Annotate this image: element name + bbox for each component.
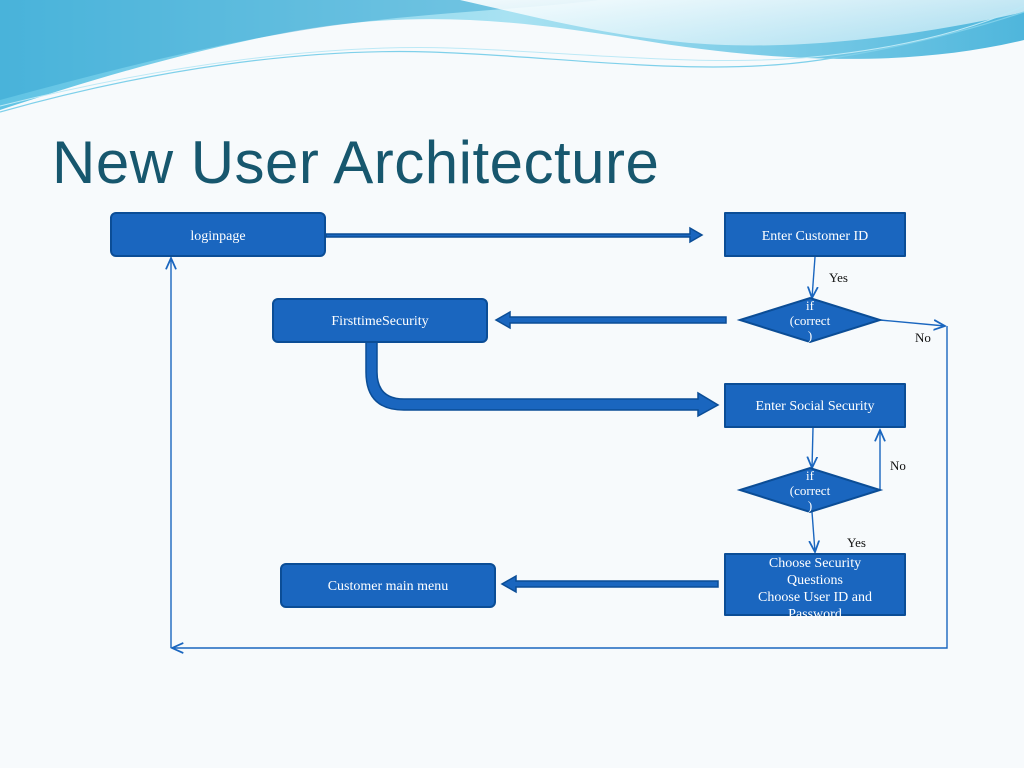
arrow-choose-to-main-menu bbox=[500, 574, 719, 594]
edge-label-yes-1: Yes bbox=[829, 270, 848, 285]
node-enter-social-security-label: Enter Social Security bbox=[755, 399, 875, 414]
arrow-decision-to-firsttime bbox=[494, 310, 727, 330]
node-choose-security-line-1: Choose Security bbox=[768, 556, 862, 571]
decision-2-line-3: ) bbox=[807, 498, 813, 513]
node-loginpage-label: loginpage bbox=[190, 229, 246, 244]
edge-label-no-1: No bbox=[915, 330, 931, 345]
arrow-login-to-customer-id bbox=[325, 226, 704, 244]
node-enter-customer-id: Enter Customer ID bbox=[724, 212, 906, 257]
arrow-firsttime-to-social bbox=[365, 341, 720, 418]
line-decision2-to-choose bbox=[812, 511, 815, 552]
decision-2-line-2: (correct bbox=[789, 483, 831, 498]
node-first-time-security: FirsttimeSecurity bbox=[272, 298, 488, 343]
flow-connectors bbox=[171, 226, 948, 648]
decision-1-label: if (correct ) bbox=[770, 298, 850, 343]
line-decision1-no-out bbox=[879, 320, 945, 326]
node-enter-customer-id-label: Enter Customer ID bbox=[761, 229, 869, 244]
line-social-to-decision2 bbox=[812, 427, 813, 468]
header-wave bbox=[0, 0, 1024, 113]
line-customer-id-to-decision1 bbox=[812, 256, 815, 298]
node-choose-security-line-3: Choose User ID and bbox=[758, 590, 872, 605]
node-customer-main-menu-label: Customer main menu bbox=[327, 579, 449, 594]
node-first-time-security-label: FirsttimeSecurity bbox=[331, 314, 429, 329]
node-customer-main-menu: Customer main menu bbox=[280, 563, 496, 608]
decision-1-line-2: (correct bbox=[789, 313, 831, 328]
node-enter-social-security: Enter Social Security bbox=[724, 383, 906, 428]
line-return-loop bbox=[172, 326, 948, 648]
node-choose-security-line-4: Password bbox=[788, 607, 842, 622]
page-title: New User Architecture bbox=[52, 129, 660, 196]
edge-label-yes-2: Yes bbox=[847, 535, 866, 550]
decision-1-line-1: if bbox=[806, 298, 814, 313]
node-choose-security: Choose Security Questions Choose User ID… bbox=[724, 553, 906, 622]
node-choose-security-line-2: Questions bbox=[787, 573, 843, 588]
edge-label-no-2: No bbox=[890, 458, 906, 473]
decision-1-line-3: ) bbox=[807, 328, 813, 343]
decision-2-line-1: if bbox=[806, 468, 814, 483]
node-loginpage: loginpage bbox=[110, 212, 326, 257]
decision-2-label: if (correct ) bbox=[770, 468, 850, 513]
decision-diamond-1 bbox=[736, 296, 884, 344]
decision-diamond-2 bbox=[736, 466, 884, 514]
